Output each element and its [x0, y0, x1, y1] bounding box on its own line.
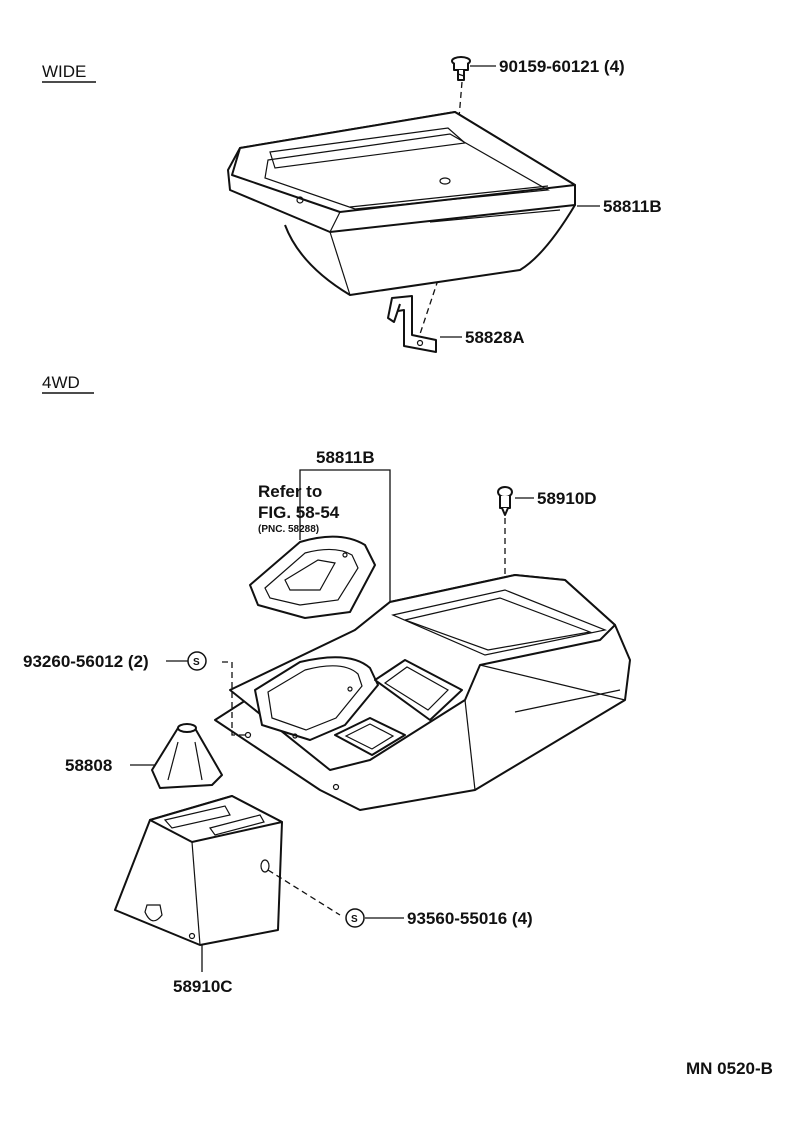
section-4wd-heading: 4WD: [42, 373, 94, 394]
refer-line-3: (PNC. 58288): [258, 524, 319, 535]
shift-plate-icon: [249, 535, 376, 619]
refer-line-2: FIG. 58-54: [258, 503, 340, 522]
dashed-line-screw-right: [267, 869, 341, 916]
label-boot: 58808: [65, 756, 112, 775]
dashed-line-bolt-wide: [417, 81, 463, 341]
console-wide-icon: [227, 111, 576, 296]
clip-icon: [497, 486, 513, 516]
cover-icon: [114, 795, 283, 946]
label-cover: 58910C: [173, 977, 233, 996]
label-bracket-wide: 58828A: [465, 328, 525, 347]
screw-symbol-right-icon: S: [345, 908, 365, 928]
label-bolt-wide: 90159-60121 (4): [499, 57, 625, 76]
bracket-icon: [387, 295, 437, 353]
bolt-icon: [451, 56, 471, 81]
label-clip-4wd: 58910D: [537, 489, 597, 508]
label-console-wide: 58811B: [603, 197, 662, 216]
dashed-line-screw-left: [222, 661, 245, 736]
refer-line-1: Refer to: [258, 482, 322, 501]
section-title-4wd: 4WD: [42, 373, 80, 392]
screw-symbol-left: S: [193, 657, 200, 668]
screw-symbol-left-icon: S: [187, 651, 207, 671]
console-4wd-icon: [214, 574, 631, 811]
footer-code: MN 0520-B: [686, 1059, 773, 1078]
label-console-4wd: 58811B: [316, 448, 375, 467]
screw-symbol-right: S: [351, 914, 358, 925]
shift-boot-icon: [151, 723, 223, 789]
section-title-wide: WIDE: [42, 62, 86, 81]
label-screw-left: 93260-56012 (2): [23, 652, 149, 671]
label-screw-right: 93560-55016 (4): [407, 909, 533, 928]
leader-console-4wd: [299, 469, 391, 610]
section-wide-heading: WIDE: [42, 62, 96, 83]
